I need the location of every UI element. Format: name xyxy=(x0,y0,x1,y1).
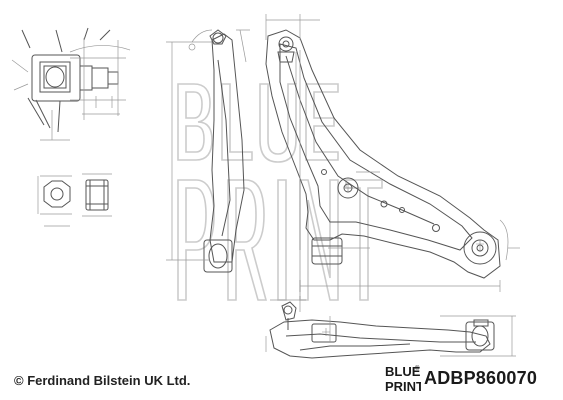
logo-line1: BLUE xyxy=(385,364,421,379)
copyright-notice: © Ferdinand Bilstein UK Ltd. xyxy=(14,373,191,388)
side-view-arm xyxy=(203,29,245,273)
logo-registered-mark: ® xyxy=(415,365,420,372)
ball-joint-dimensions xyxy=(11,38,131,141)
ball-joint-icon xyxy=(21,27,119,133)
blue-print-logo: BLUE PRINT ® xyxy=(385,364,421,394)
side-elevation-dimensions xyxy=(265,296,516,357)
nut-dimensions xyxy=(37,173,112,227)
crosshair-marks xyxy=(322,184,484,336)
nut-icon xyxy=(43,179,109,211)
part-number: ADBP860070 xyxy=(424,368,538,388)
watermark xyxy=(177,83,383,301)
side-view-dimensions xyxy=(166,29,250,261)
logo-line2: PRINT xyxy=(385,379,421,394)
control-arm-dimensions xyxy=(265,14,520,292)
control-arm-top-view xyxy=(265,29,501,279)
control-arm-side-elevation xyxy=(269,301,495,359)
